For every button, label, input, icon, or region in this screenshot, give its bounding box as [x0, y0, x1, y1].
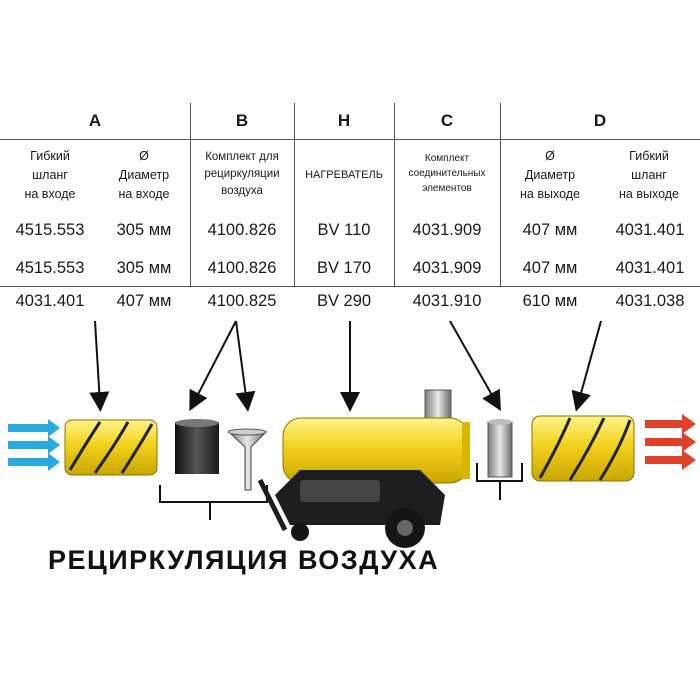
inlet-hose [64, 419, 158, 476]
table-cell: 4031.401 [615, 259, 685, 277]
column-header-d: D [593, 111, 607, 130]
heater-unit [257, 389, 470, 548]
spec-table: A B H C D Гибкий шланг на входе Ø Диамет… [0, 103, 700, 318]
column-header-b: B [235, 111, 249, 130]
recirculation-kit [159, 419, 268, 520]
table-cell: 407 мм [522, 221, 578, 239]
table-cell: 4031.401 [615, 221, 685, 239]
table-cell: BV 170 [316, 259, 372, 277]
subheader-outlet-diameter: Ø Диаметр на выходе [520, 149, 580, 201]
column-header-h: H [337, 111, 351, 130]
table-cell: 4100.826 [207, 259, 277, 277]
recirculation-diagram [8, 320, 696, 548]
table-cell: 305 мм [116, 221, 172, 239]
table-cell: 305 мм [116, 259, 172, 277]
table-cell: 4031.909 [412, 259, 482, 277]
subheader-heater: НАГРЕВАТЕЛЬ [305, 169, 383, 181]
table-cell: 407 мм [116, 292, 172, 310]
table-cell: 4031.909 [412, 221, 482, 239]
column-header-a: A [88, 111, 102, 130]
table-cell: 610 мм [522, 292, 578, 310]
subheader-inlet-hose: Гибкий шланг на входе [24, 149, 76, 201]
header-divider [0, 139, 700, 140]
column-divider [394, 103, 395, 286]
subheader-recirculation-kit: Комплект для рециркуляции воздуха [204, 151, 280, 197]
diagram-title: РЕЦИРКУЛЯЦИЯ ВОЗДУХА [48, 545, 440, 575]
subheader-inlet-diameter: Ø Диаметр на входе [118, 149, 170, 201]
column-divider [294, 103, 295, 286]
table-cell: 4100.826 [207, 221, 277, 239]
blue-air-arrows-icon [8, 419, 60, 471]
table-cell: 4031.401 [15, 292, 85, 310]
table-cell: 4515.553 [15, 259, 85, 277]
pointer-arrows [89, 320, 602, 412]
subheader-outlet-hose: Гибкий шланг на выходе [619, 149, 679, 201]
column-divider [190, 103, 191, 286]
subheader-connector-kit: Комплект соединительных элементов [408, 153, 486, 194]
column-header-c: C [440, 111, 454, 130]
outlet-hose [531, 415, 635, 482]
table-bottom-border [0, 286, 700, 287]
table-cell: 4031.910 [412, 292, 482, 310]
connector-kit [476, 419, 523, 500]
table-cell: 4031.038 [615, 292, 685, 310]
table-cell: 4100.825 [207, 292, 277, 310]
column-divider [500, 103, 501, 286]
heater-chassis [257, 470, 445, 548]
table-cell: 4515.553 [15, 221, 85, 239]
table-cell: BV 290 [316, 292, 372, 310]
table-cell: BV 110 [317, 221, 371, 239]
table-cell: 407 мм [522, 259, 578, 277]
red-air-arrows-icon [645, 414, 696, 470]
